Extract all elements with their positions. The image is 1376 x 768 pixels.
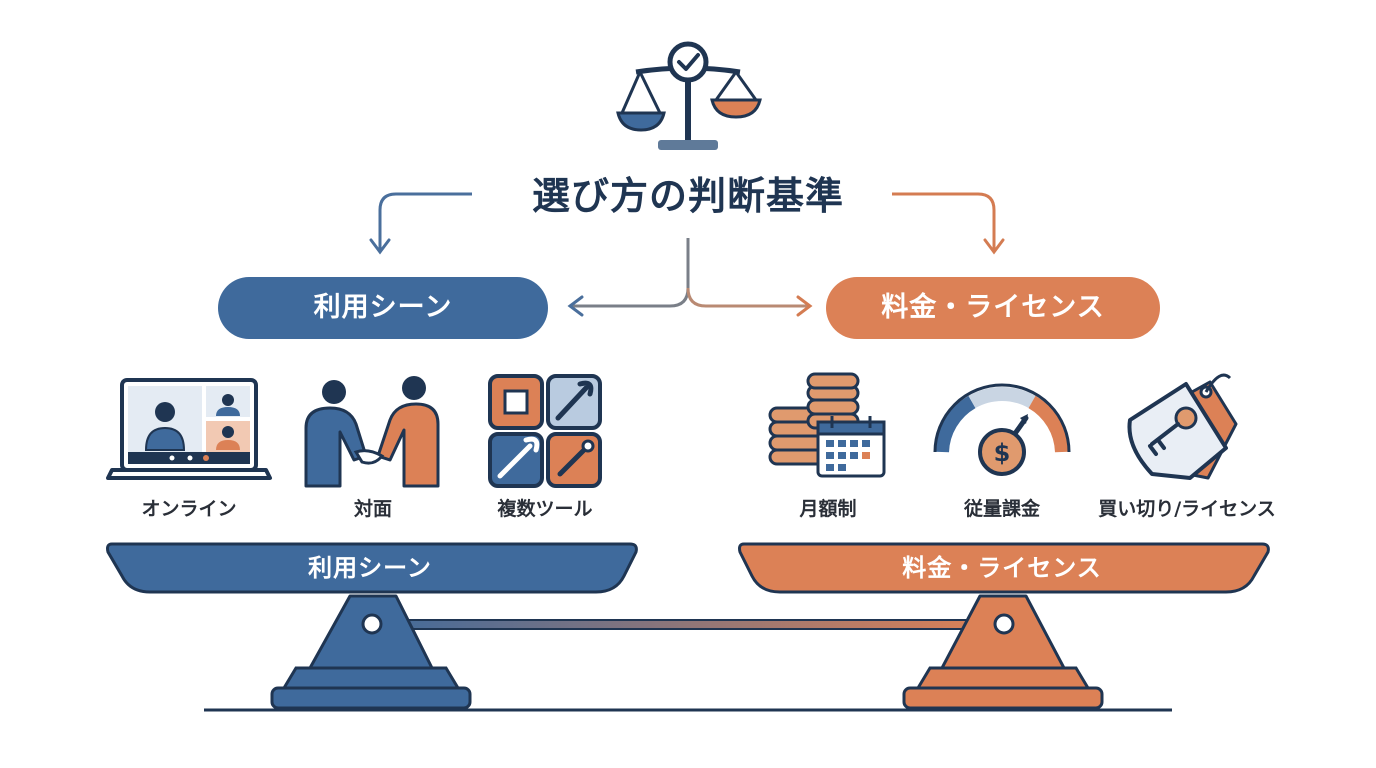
handshake-icon — [304, 376, 440, 488]
scale-icon — [616, 41, 762, 150]
tools-grid-icon — [488, 374, 602, 488]
svg-text:$: $ — [994, 439, 1011, 467]
diagram-title: 選び方の判断基準 — [531, 174, 844, 218]
multiple-tools-label: 複数ツール — [497, 498, 593, 520]
monthly-label: 月額制 — [799, 498, 857, 520]
coins-calendar-icon — [768, 372, 886, 478]
license-key-tag-icon — [1127, 373, 1238, 480]
usage-gauge-icon: $ — [933, 383, 1071, 476]
video-conference-icon — [106, 378, 272, 480]
in-person-label: 対面 — [353, 498, 392, 520]
flow-arrow-left — [369, 192, 472, 255]
right-pan-label: 料金・ライセンス — [902, 554, 1102, 582]
usage-scene-header: 利用シーン — [218, 277, 548, 339]
right-pan — [738, 542, 1270, 594]
left-pan — [106, 542, 638, 594]
center-split-arrow — [567, 238, 813, 317]
perpetual-license-label: 買い切り/ライセンス — [1098, 498, 1276, 520]
flow-arrow-right — [892, 192, 1005, 255]
balance-base — [204, 594, 1172, 712]
left-pan-label: 利用シーン — [308, 554, 432, 582]
online-label: オンライン — [141, 498, 237, 520]
usage-based-label: 従量課金 — [963, 498, 1040, 520]
pricing-license-header: 料金・ライセンス — [826, 277, 1160, 339]
